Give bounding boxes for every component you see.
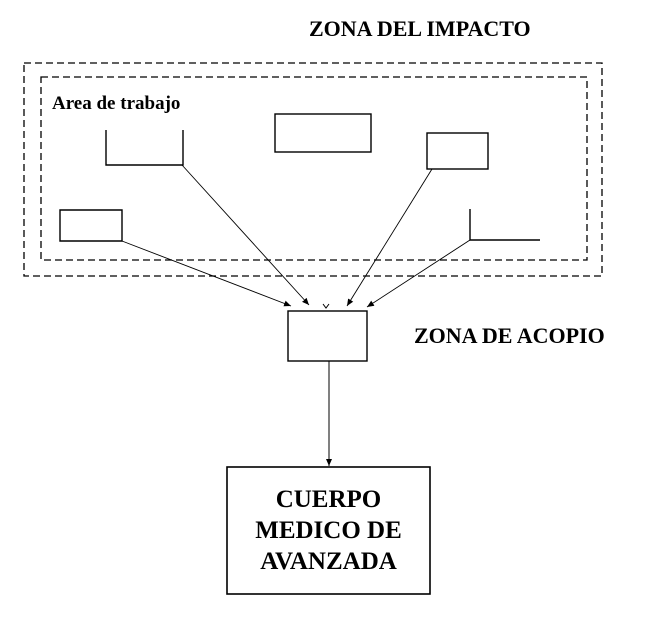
work-box-4	[59, 209, 123, 242]
arrow-box1-to-collection	[181, 164, 310, 306]
arrow-box4-to-collection	[121, 240, 292, 307]
arrow-tick-center	[322, 303, 330, 309]
impact-zone-title: ZONA DEL IMPACTO	[309, 16, 531, 41]
work-box-1	[105, 130, 184, 166]
collection-point-box	[287, 310, 368, 362]
impact-zone-outer-border	[23, 62, 603, 277]
medical-advanced-box	[226, 466, 431, 595]
arrow-box3-to-collection	[346, 168, 433, 307]
work-box-2	[274, 113, 372, 153]
work-box-5	[469, 209, 540, 241]
work-box-3	[426, 132, 489, 170]
medical-advanced-label: CUERPO MEDICO DE AVANZADA	[255, 486, 402, 575]
collection-zone-title: ZONA DE ACOPIO	[414, 323, 605, 348]
arrow-box5-to-collection	[366, 239, 471, 308]
work-area-border	[40, 76, 588, 261]
work-area-label: Area de trabajo	[52, 93, 181, 114]
